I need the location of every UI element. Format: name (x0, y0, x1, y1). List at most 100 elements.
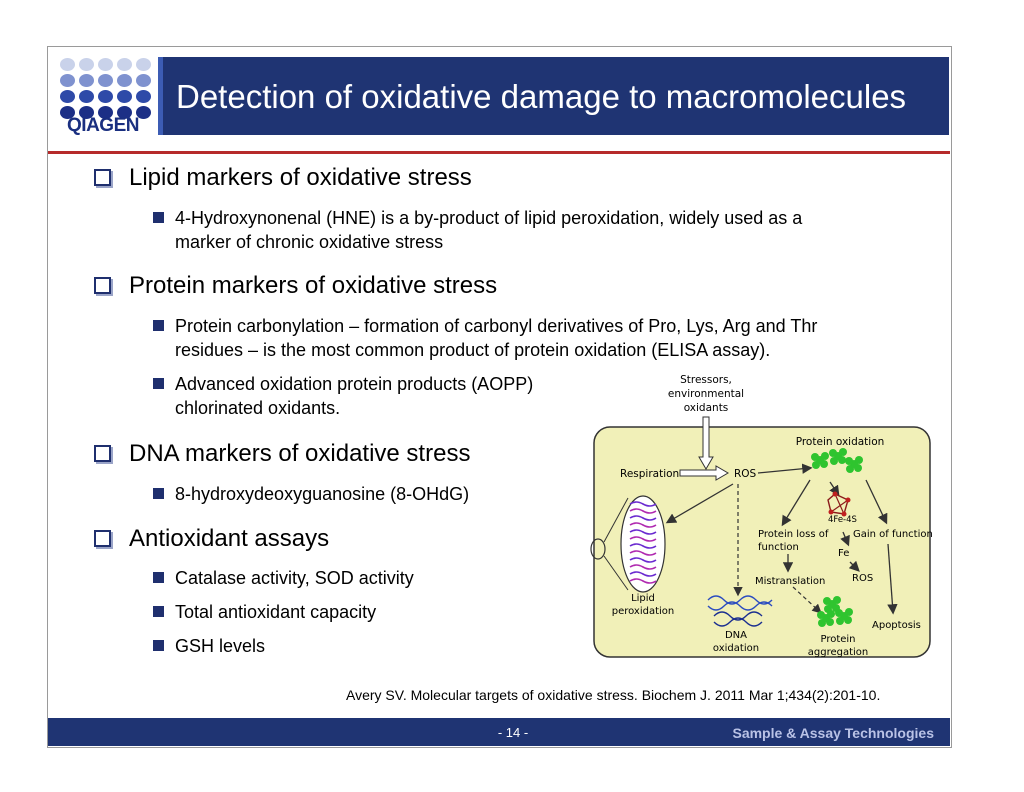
protein-blob (827, 610, 835, 618)
lipid-chain (629, 564, 657, 570)
slide-title: Detection of oxidative damage to macromo… (176, 78, 907, 115)
bullet-catalase: Catalase activity, SOD activity (153, 566, 414, 590)
zoom-line (603, 497, 629, 543)
section-heading-dna: DNA markers of oxidative stress (94, 440, 470, 468)
section-heading-protein: Protein markers of oxidative stress (94, 272, 497, 300)
logo-dots (60, 58, 152, 120)
protein-blob (826, 618, 834, 626)
title-accent (158, 57, 163, 135)
logo-dot (117, 74, 132, 87)
protein-blob (829, 449, 837, 457)
protein-blob (811, 453, 819, 461)
zoom-line (603, 555, 629, 591)
logo-wordmark: QIAGEN (67, 115, 139, 136)
protein-blob (820, 460, 828, 468)
lipid-chain (629, 536, 657, 542)
protein-blob (845, 457, 853, 465)
logo-dot (79, 106, 94, 119)
logo-dot (117, 106, 132, 119)
title-bar: Detection of oxidative damage to macromo… (158, 57, 949, 135)
heading-text: Protein markers of oxidative stress (129, 272, 498, 299)
bullet-line: Catalase activity, SOD activity (175, 568, 414, 588)
label-lipid: Lipid (631, 593, 655, 604)
stressor-arrow-icon (698, 416, 714, 470)
logo-dot (117, 90, 132, 103)
logo-dot (98, 74, 113, 87)
heading-text: Lipid markers of oxidative stress (129, 164, 472, 191)
label-gain-of-function: Gain of function (853, 529, 933, 540)
page-number: - 14 - (497, 725, 529, 740)
lipid-chain (629, 508, 657, 514)
dna-helix-icon (707, 595, 773, 627)
pathway-arrows (665, 463, 898, 615)
bullet-carbonylation: Protein carbonylation – formation of car… (153, 314, 817, 362)
bullet-line: Total antioxidant capacity (175, 602, 377, 622)
square-bullet-icon (153, 488, 164, 499)
citation: Avery SV. Molecular targets of oxidative… (346, 687, 881, 703)
protein-blob (823, 597, 831, 605)
label-ros-2: ROS (852, 573, 873, 584)
square-bullet-icon (153, 378, 164, 389)
protein-blob (817, 611, 825, 619)
lipid-chain (629, 578, 657, 584)
logo-dot (136, 74, 151, 87)
checkbox-bullet-icon (94, 445, 111, 462)
logo-dot (98, 90, 113, 103)
lipid-membrane (620, 495, 666, 593)
label-stressors: environmental (668, 388, 744, 400)
label-4fe4s: 4Fe-4S (828, 515, 857, 525)
square-bullet-icon (153, 572, 164, 583)
lipid-chain (629, 571, 657, 577)
bullet-line: 4-Hydroxynonenal (HNE) is a by-product o… (175, 208, 803, 228)
qiagen-logo: QIAGEN (54, 55, 152, 137)
label-protein-oxidation: Protein oxidation (796, 436, 885, 448)
protein-blob (818, 619, 826, 627)
protein-blob (844, 616, 852, 624)
square-bullet-icon (153, 606, 164, 617)
lipid-chain (629, 522, 657, 528)
logo-dot (60, 74, 75, 87)
logo-dot (79, 74, 94, 87)
bullet-aopp: Advanced oxidation protein products (AOP… (153, 372, 533, 420)
bullet-line: residues – is the most common product of… (175, 340, 771, 360)
lipid-chain (629, 501, 657, 507)
protein-blob (845, 608, 853, 616)
respiration-arrow-icon (679, 465, 729, 481)
label-stressors: oxidants (684, 402, 729, 414)
label-respiration: Respiration (620, 468, 679, 480)
bullet-line: Protein carbonylation – formation of car… (175, 316, 818, 336)
logo-dot (117, 58, 132, 71)
title-divider (48, 151, 950, 154)
label-protein-loss: function (758, 542, 799, 553)
square-bullet-icon (153, 212, 164, 223)
label-apoptosis: Apoptosis (872, 620, 921, 631)
heading-text: DNA markers of oxidative stress (129, 440, 471, 467)
lipid-chain (629, 515, 657, 521)
label-ros: ROS (734, 468, 757, 480)
cell-outline (593, 426, 931, 658)
checkbox-bullet-icon (94, 530, 111, 547)
protein-blob (846, 465, 854, 473)
logo-dot (98, 58, 113, 71)
bullet-line: Advanced oxidation protein products (AOP… (175, 374, 534, 394)
bullet-line: chlorinated oxidants. (175, 398, 341, 418)
label-stressors: Stressors, (680, 374, 732, 386)
square-bullet-icon (153, 320, 164, 331)
logo-dot (136, 58, 151, 71)
logo-dot (98, 106, 113, 119)
label-dna: DNA (725, 630, 747, 641)
protein-clusters (811, 448, 863, 627)
checkbox-bullet-icon (94, 277, 111, 294)
square-bullet-icon (153, 640, 164, 651)
bullet-8ohdg: 8-hydroxydeoxyguanosine (8-OHdG) (153, 482, 469, 506)
logo-dot (136, 106, 151, 119)
protein-blob (839, 448, 847, 456)
logo-dot (60, 106, 75, 119)
label-protein-aggregation: aggregation (808, 647, 869, 658)
protein-blob (836, 617, 844, 625)
heading-text: Antioxidant assays (129, 525, 330, 552)
label-protein-aggregation: Protein (820, 634, 855, 645)
label-protein-loss: Protein loss of (758, 529, 829, 540)
section-heading-lipid: Lipid markers of oxidative stress (94, 164, 472, 192)
membrane-zoom-icon (590, 538, 606, 560)
